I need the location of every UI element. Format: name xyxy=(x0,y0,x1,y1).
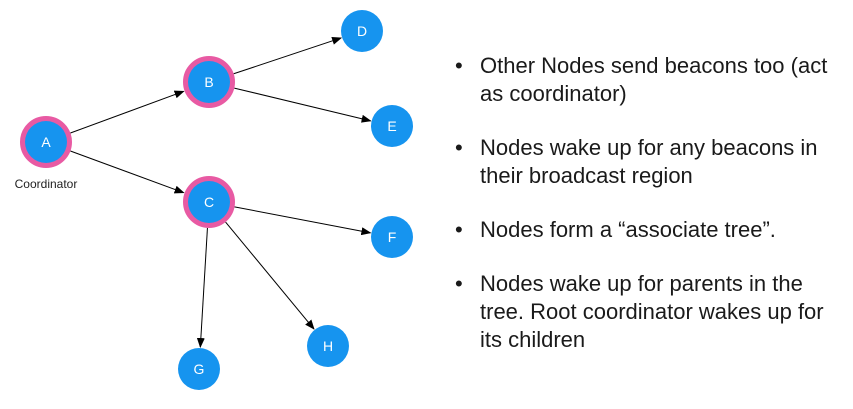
coordinator-caption: Coordinator xyxy=(15,177,78,191)
coordinator-ring xyxy=(20,116,72,168)
coordinator-ring xyxy=(183,176,235,228)
node-circle xyxy=(25,121,67,163)
edge-a-b xyxy=(70,90,185,134)
edge-c-g xyxy=(196,227,208,349)
node-g: G xyxy=(178,348,220,390)
node-circle xyxy=(178,348,220,390)
node-label: H xyxy=(323,338,333,354)
node-label: G xyxy=(194,361,205,377)
node-layer: A B C D E F G H xyxy=(20,10,413,390)
node-h: H xyxy=(307,325,349,367)
edge-b-e xyxy=(234,87,372,123)
bullet-marker: • xyxy=(455,135,463,160)
node-circle xyxy=(371,216,413,258)
bullet-text: Nodes wake up for parents in the tree. R… xyxy=(480,271,824,352)
node-label: F xyxy=(388,229,397,245)
node-label: C xyxy=(204,194,214,210)
bullet-text: Nodes form a “associate tree”. xyxy=(480,217,776,242)
node-f: F xyxy=(371,216,413,258)
bullet-item: • Other Nodes send beacons too (act as c… xyxy=(452,52,847,108)
node-d: D xyxy=(341,10,383,52)
node-b: B xyxy=(183,56,235,108)
node-circle xyxy=(307,325,349,367)
bullet-text: Nodes wake up for any beacons in their b… xyxy=(480,135,818,188)
coordinator-ring xyxy=(183,56,235,108)
bullet-marker: • xyxy=(455,217,463,242)
bullet-list: • Other Nodes send beacons too (act as c… xyxy=(452,52,847,380)
node-a: A xyxy=(20,116,72,168)
bullet-text: Other Nodes send beacons too (act as coo… xyxy=(480,53,828,106)
bullet-item: • Nodes wake up for any beacons in their… xyxy=(452,134,847,190)
bullet-item: • Nodes wake up for parents in the tree.… xyxy=(452,270,847,354)
edge-a-c xyxy=(70,150,185,194)
edge-b-d xyxy=(233,37,343,75)
node-label: A xyxy=(41,134,51,150)
bullet-marker: • xyxy=(455,53,463,78)
node-circle xyxy=(188,181,230,223)
node-e: E xyxy=(371,105,413,147)
edge-c-h xyxy=(225,221,315,330)
node-circle xyxy=(341,10,383,52)
bullet-item: • Nodes form a “associate tree”. xyxy=(452,216,847,244)
node-label: B xyxy=(204,74,213,90)
node-label: D xyxy=(357,23,367,39)
node-circle xyxy=(188,61,230,103)
bullet-marker: • xyxy=(455,271,463,296)
node-label: E xyxy=(387,118,396,134)
node-circle xyxy=(371,105,413,147)
edge-layer xyxy=(70,37,372,349)
node-c: C xyxy=(183,176,235,228)
edge-c-f xyxy=(234,206,372,236)
